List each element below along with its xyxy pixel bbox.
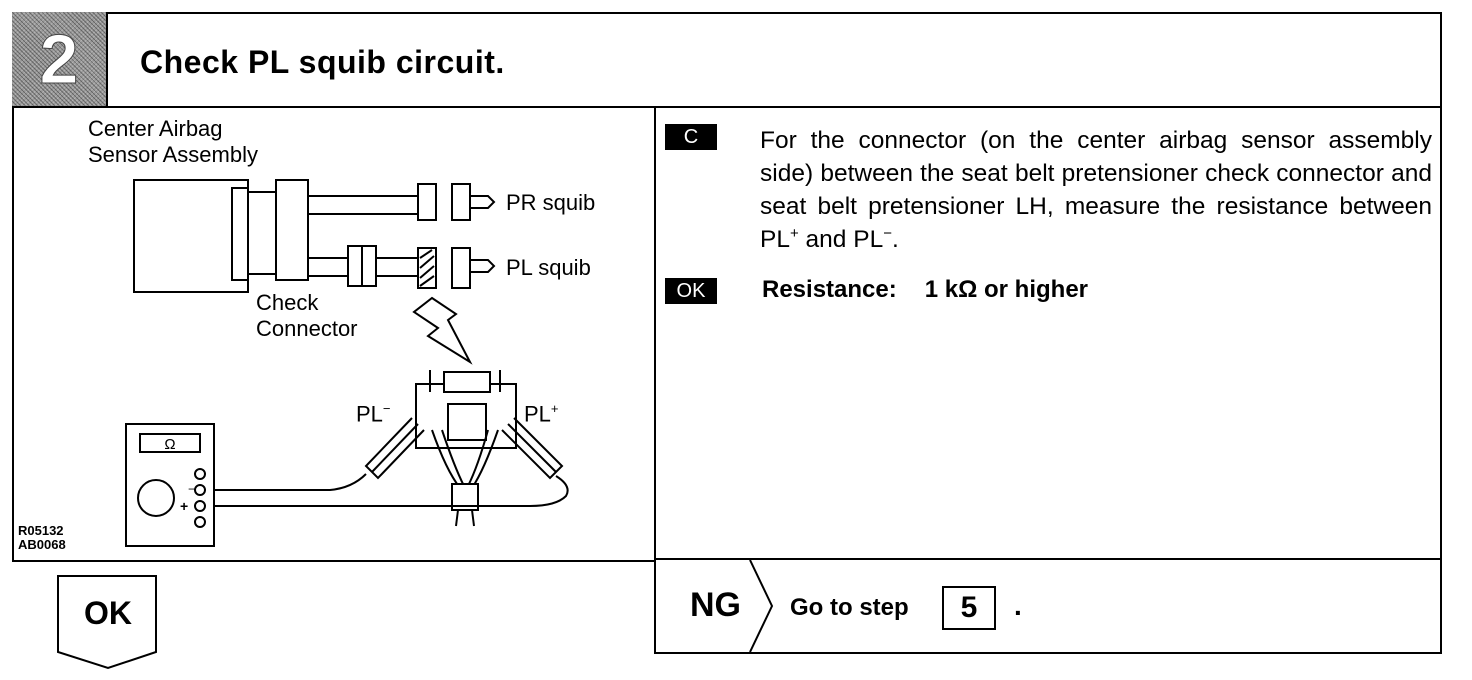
check-label-line1: Check (256, 290, 319, 315)
meter-minus-mark: − (188, 482, 195, 496)
lead-plus (212, 475, 569, 507)
ok-label: OK (84, 595, 132, 631)
criteria: Resistance: 1 kΩ or higher (762, 276, 1088, 304)
check-connector-block (275, 179, 309, 281)
sensor-label: Center Airbag Sensor Assembly (88, 116, 258, 168)
ok-pentagon (57, 575, 157, 670)
sensor-assembly-box (133, 179, 249, 293)
step-box-right (106, 12, 108, 108)
pr-connector-a (417, 183, 437, 221)
sensor-label-line1: Center Airbag (88, 116, 223, 141)
goto-step-number: 5 (960, 591, 978, 624)
left-bottom (12, 560, 656, 562)
pr-squib-label: PR squib (506, 190, 596, 215)
pl-connector-mid1 (347, 245, 363, 287)
pl-minus-label: PL− (356, 401, 391, 427)
sup-plus: + (789, 224, 799, 242)
pr-connector-b (451, 183, 471, 221)
figure-code: R05132 AB0068 (18, 524, 66, 552)
procedure-text-end: . (891, 226, 899, 253)
column-divider (654, 106, 656, 654)
figure-code-2: AB0068 (18, 537, 66, 552)
pl-minus-text: PL (356, 401, 383, 427)
goto-step-box[interactable]: 5 (942, 586, 996, 630)
sensor-label-line2: Sensor Assembly (88, 142, 258, 167)
sup-minus: − (883, 224, 892, 242)
frame-right (1440, 12, 1442, 654)
wiring-diagram: Ω − + (125, 179, 569, 547)
ohm-symbol: Ω (164, 436, 175, 453)
step-number: 2 (39, 20, 79, 99)
goto-text: Go to step (790, 594, 909, 621)
ng-chevron (749, 560, 774, 652)
connector-body (247, 191, 277, 275)
header-divider (12, 106, 1442, 108)
pl-connector-mid2 (361, 245, 377, 287)
tag-c: C (665, 124, 717, 150)
frame-left (12, 12, 14, 562)
meter-plus-mark: + (180, 498, 188, 514)
figure-code-1: R05132 (18, 523, 64, 538)
frame-top (12, 12, 1442, 14)
lead-minus (212, 473, 367, 491)
procedure-text-and: and PL (798, 226, 884, 253)
pl-connector-b (451, 247, 471, 289)
pl-plus-label: PL+ (524, 401, 559, 427)
criteria-value: 1 kΩ or higher (924, 276, 1089, 303)
check-label-line2: Connector (256, 316, 358, 341)
procedure-text: For the connector (on the center airbag … (760, 124, 1432, 256)
tag-ok: OK (665, 278, 717, 304)
pl-plus-text: PL (524, 401, 551, 427)
meter-dial (137, 479, 175, 517)
pl-squib-label: PL squib (506, 255, 591, 280)
probe-plus (507, 423, 557, 473)
step-number-box: 2 (12, 12, 106, 106)
pointer-arrow (412, 296, 473, 365)
check-connector-label: Check Connector (256, 290, 358, 342)
goto-end: . (1014, 590, 1022, 621)
right-split (654, 558, 1442, 560)
page-title: Check PL squib circuit. (140, 44, 505, 80)
criteria-label: Resistance: (762, 276, 897, 303)
ng-label: NG (690, 586, 741, 624)
right-bottom (654, 652, 1442, 654)
sensor-connector (231, 187, 249, 281)
probe-minus (371, 423, 419, 473)
procedure-text-main: For the connector (on the center airbag … (760, 127, 1432, 253)
